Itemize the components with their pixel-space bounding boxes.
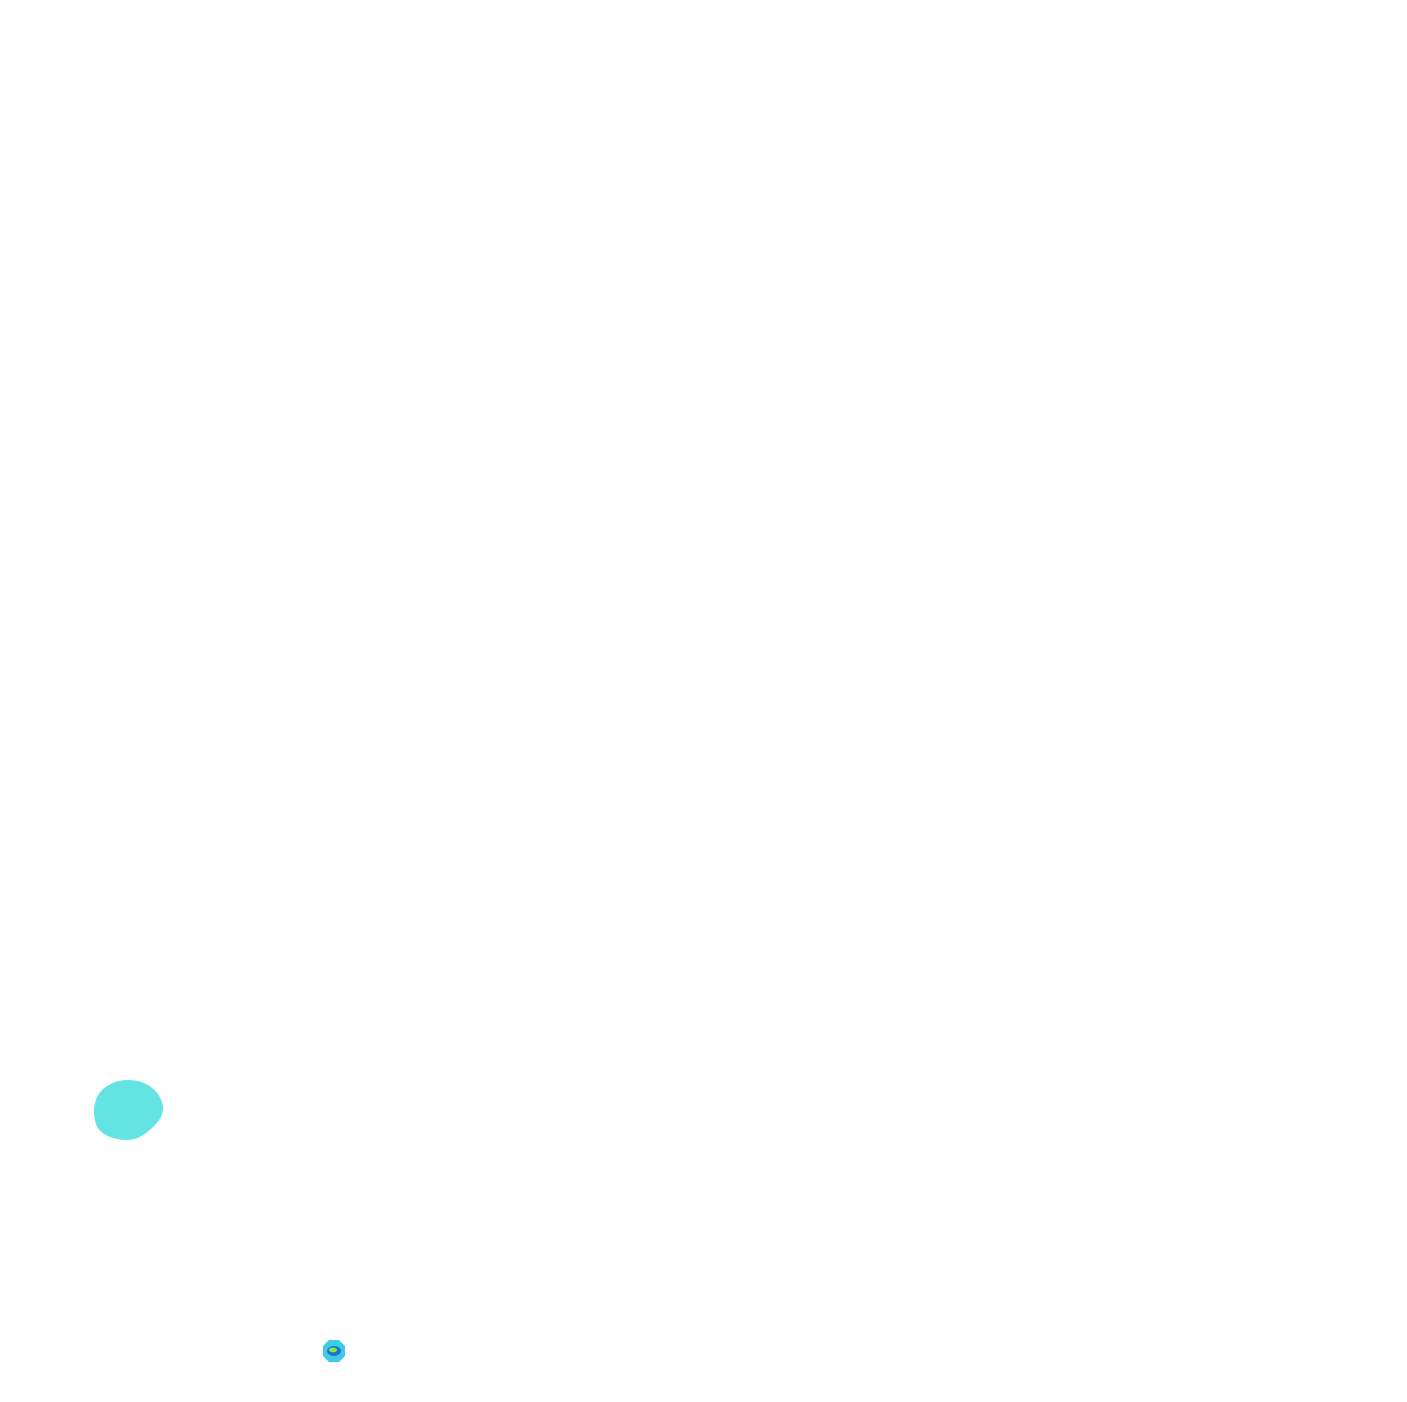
small-contour-marker	[323, 1340, 345, 1362]
marker-core	[329, 1347, 337, 1353]
large-cyan-blob	[93, 1080, 164, 1140]
